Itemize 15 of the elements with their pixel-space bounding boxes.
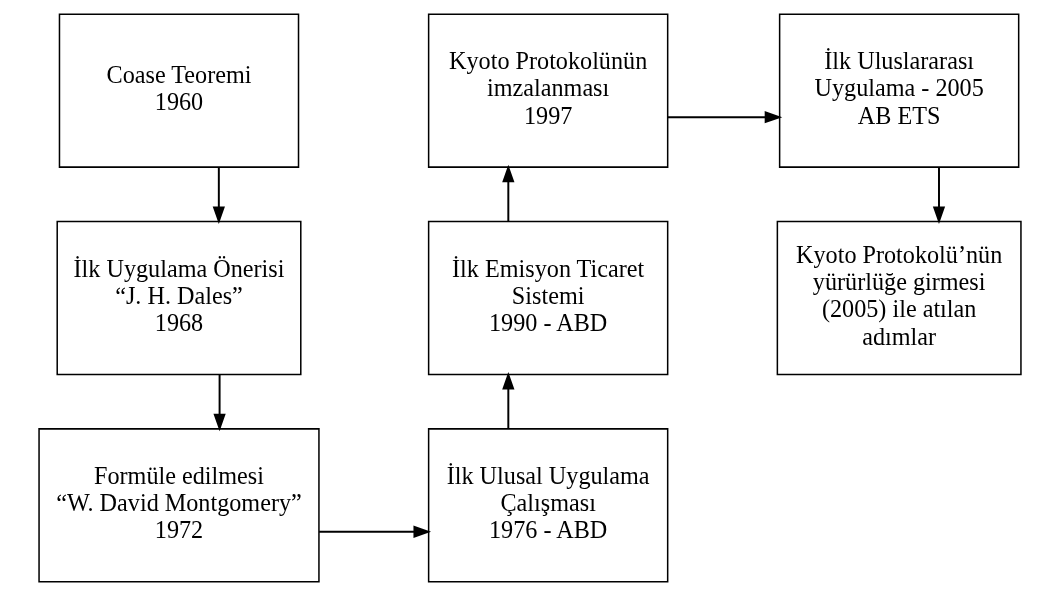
node-box: Formüle edilmesi “W. David Montgomery” 1972 [38,428,320,583]
arrow [318,525,432,538]
node-box: İlk Ulusal Uygulama Çalışması 1976 - ABD [427,428,669,583]
node-box: İlk Emisyon Ticaret Sistemi 1990 - ABD [427,220,669,376]
node-box: Coase Teoremi 1960 [58,13,300,168]
node-box: Kyoto Protokolünün imzalanması 1997 [427,13,669,168]
arrow [666,111,783,124]
arrow [212,166,225,225]
node-box: Kyoto Protokolü’nün yürürlüğe girmesi (2005) ile atılan adımlar [776,220,1022,376]
arrow [502,164,515,223]
node-box: İlk Uygulama Önerisi “J. H. Dales” 1968 [56,220,302,376]
arrow [932,166,946,225]
arrow [502,371,515,430]
arrow [213,373,226,432]
node-box: İlk Uluslararası Uygulama - 2005 AB ETS [778,13,1020,168]
